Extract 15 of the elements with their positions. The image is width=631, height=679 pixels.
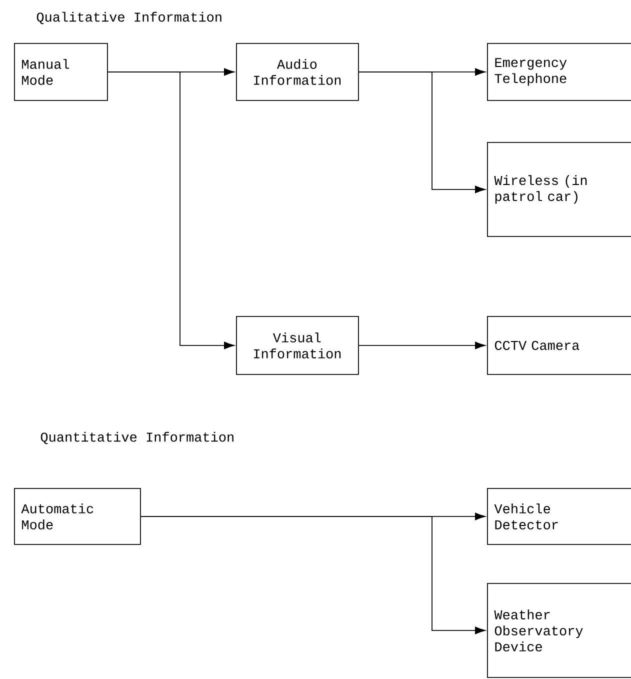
- process-box: CCTV Camera: [487, 316, 631, 375]
- arrow: [358, 342, 486, 350]
- process-box: Manual Mode: [14, 43, 108, 101]
- arrow: [107, 72, 234, 350]
- process-box: Audio Information: [236, 43, 359, 101]
- process-box: Weather Observatory Device: [487, 583, 631, 678]
- process-box: Emergency Telephone: [487, 43, 631, 101]
- process-box: Vehicle Detector: [487, 488, 631, 545]
- process-box: Visual Information: [236, 316, 359, 375]
- process-box: Wireless (in patrol car): [487, 142, 631, 237]
- process-box: Automatic Mode: [14, 488, 141, 545]
- arrow: [140, 516, 486, 634]
- arrow: [358, 72, 486, 194]
- section-heading: Qualitative Information: [36, 12, 222, 24]
- section-heading: Quantitative Information: [40, 432, 234, 444]
